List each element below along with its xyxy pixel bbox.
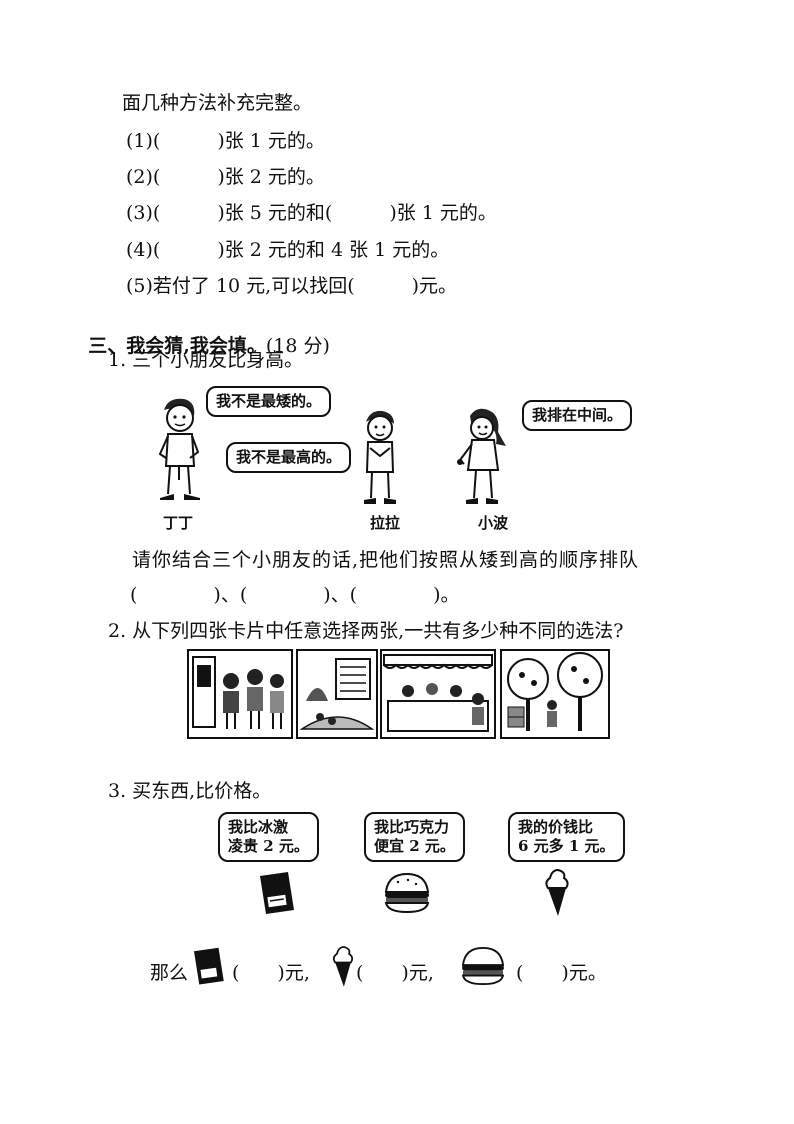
boy-lala-figure xyxy=(364,410,396,504)
boy-dingding-figure xyxy=(158,398,200,500)
chocolate-icon xyxy=(260,872,294,914)
card-building-and-tree-image xyxy=(299,658,375,730)
girl-xiaobo-figure xyxy=(457,408,506,504)
speech-bubble-dingding: 我不是最矮的。 xyxy=(206,386,332,417)
card-trees-and-boxes-image xyxy=(507,652,603,731)
name-label-lala: 拉拉 xyxy=(370,514,401,532)
list-item: (4)( )张 2 元的和 4 张 1 元的。 xyxy=(126,239,450,261)
question-intro: 面几种方法补充完整。 xyxy=(122,92,313,114)
burger-icon xyxy=(384,872,430,914)
card-1 xyxy=(187,649,293,739)
speech-bubble-burger: 我比巧克力 便宜 2 元。 xyxy=(364,812,465,862)
name-label-dingding: 丁丁 xyxy=(163,514,194,532)
card-children-at-window-image xyxy=(192,656,284,729)
answer-prefix: 那么 xyxy=(150,962,189,984)
card-4 xyxy=(500,649,610,739)
burger-icon xyxy=(461,946,505,986)
card-3 xyxy=(380,649,496,739)
card-market-stall-image xyxy=(383,654,493,732)
list-item: (3)( )张 5 元的和( )张 1 元的。 xyxy=(126,202,497,224)
name-label-xiaobo: 小波 xyxy=(478,514,509,532)
card-2 xyxy=(296,649,378,739)
problem-2-title: 2. 从下列四张卡片中任意选择两张,一共有多少种不同的选法? xyxy=(108,620,624,642)
ice-cream-icon xyxy=(545,868,569,916)
problem-1-instruction: 请你结合三个小朋友的话,把他们按照从矮到高的顺序排队 xyxy=(132,549,640,571)
speech-bubble-xiaobo: 我排在中间。 xyxy=(522,400,633,431)
section-title-text: 三、我会猜,我会填。 xyxy=(88,335,266,357)
ice-cream-price-blank: ( )元, xyxy=(356,962,434,984)
problem-1-answer-blanks: ( )、( )、( )。 xyxy=(130,584,460,606)
chocolate-price-blank: ( )元, xyxy=(232,962,310,984)
speech-bubble-chocolate: 我比冰激 凌贵 2 元。 xyxy=(218,812,319,862)
list-item: (5)若付了 10 元,可以找回( )元。 xyxy=(126,275,458,297)
ice-cream-icon xyxy=(332,946,354,987)
burger-price-blank: ( )元。 xyxy=(516,962,607,984)
speech-bubble-lala: 我不是最高的。 xyxy=(226,442,352,473)
problem-3-title: 3. 买东西,比价格。 xyxy=(108,780,272,802)
section-title: 三、我会猜,我会填。(18 分) xyxy=(75,309,330,358)
speech-bubble-icecream: 我的价钱比 6 元多 1 元。 xyxy=(508,812,625,862)
list-item: (1)( )张 1 元的。 xyxy=(126,130,325,152)
problem-1-title: 1. 三个小朋友比身高。 xyxy=(108,349,304,371)
section-score: (18 分) xyxy=(265,335,330,357)
list-item: (2)( )张 2 元的。 xyxy=(126,166,325,188)
chocolate-icon xyxy=(194,947,224,985)
